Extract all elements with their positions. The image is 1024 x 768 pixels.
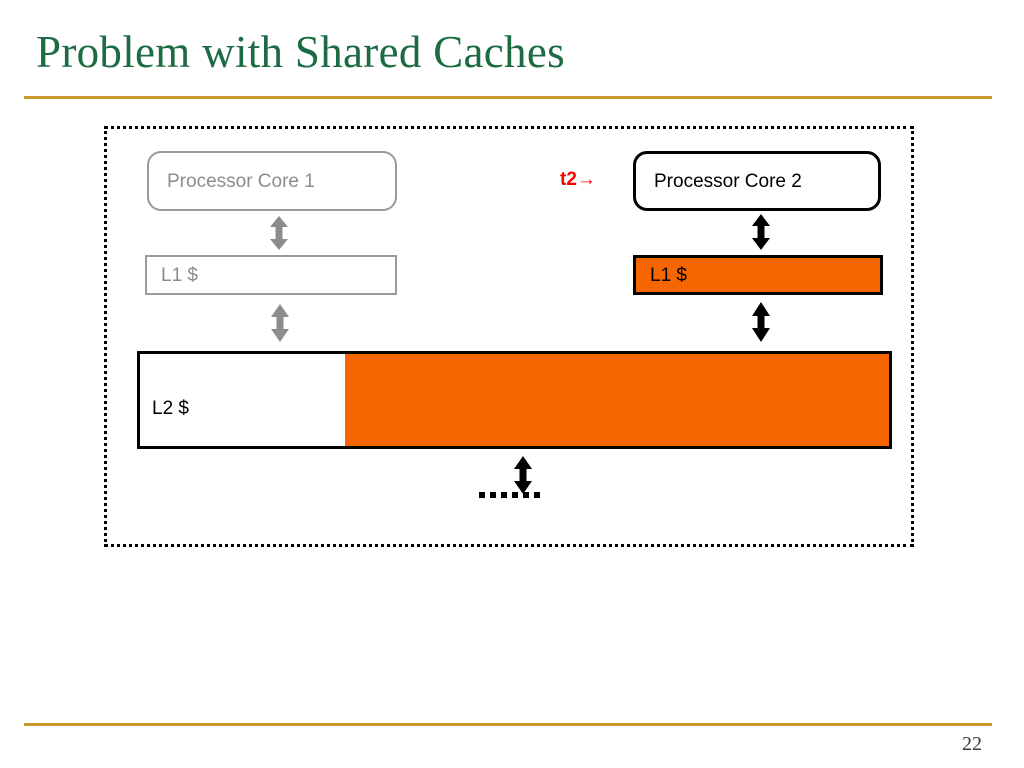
double-arrow-core2-l1-icon xyxy=(750,214,772,250)
double-arrow-l2-memory-icon xyxy=(512,456,534,494)
ellipsis-dot xyxy=(534,492,540,498)
memory-ellipsis xyxy=(479,492,540,498)
ellipsis-dot xyxy=(479,492,485,498)
double-arrow-l1-l2-left-icon xyxy=(269,304,291,342)
l1-cache-right-box[interactable]: L1 $ xyxy=(633,255,883,295)
ellipsis-dot xyxy=(523,492,529,498)
ellipsis-dot xyxy=(512,492,518,498)
l1-cache-right-label: L1 $ xyxy=(650,264,687,286)
ellipsis-dot xyxy=(501,492,507,498)
thread-t2-marker: t2→ xyxy=(560,169,596,190)
l1-cache-left-box[interactable]: L1 $ xyxy=(145,255,397,295)
l2-cache-label: L2 $ xyxy=(152,398,189,419)
l2-cache-occupied-region xyxy=(345,354,889,446)
footer-divider-rule xyxy=(24,723,992,726)
ellipsis-dot xyxy=(490,492,496,498)
shared-cache-diagram: Processor Core 1 t2→ Processor Core 2 L1… xyxy=(104,126,914,547)
l2-cache-box[interactable]: L2 $ xyxy=(137,351,892,449)
processor-core-1-label: Processor Core 1 xyxy=(167,170,315,192)
processor-core-2-box[interactable]: Processor Core 2 xyxy=(633,151,881,211)
double-arrow-l1-l2-right-icon xyxy=(750,302,772,342)
page-number: 22 xyxy=(962,733,982,755)
page-title: Problem with Shared Caches xyxy=(36,27,565,77)
double-arrow-core1-l1-icon xyxy=(268,216,290,250)
l1-cache-left-label: L1 $ xyxy=(161,264,198,286)
processor-core-2-label: Processor Core 2 xyxy=(654,170,802,192)
title-divider-rule xyxy=(24,96,992,99)
processor-core-1-box[interactable]: Processor Core 1 xyxy=(147,151,397,211)
